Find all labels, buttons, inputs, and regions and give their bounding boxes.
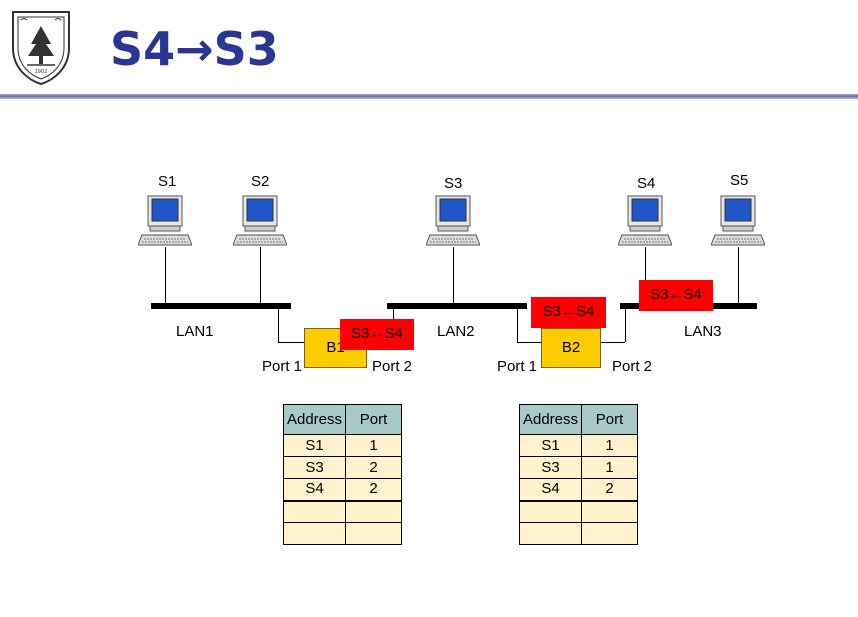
- table-cell: 1: [581, 456, 638, 479]
- bridge-connector: [625, 309, 626, 342]
- table-header-address: Address: [283, 404, 346, 435]
- bridge-connector: [393, 309, 394, 319]
- bridge-label: B2: [561, 339, 581, 356]
- table-row: [283, 522, 402, 545]
- table-cell: [283, 522, 346, 545]
- table-cell: 2: [345, 456, 402, 479]
- table-cell: [581, 500, 638, 523]
- table-header-address: Address: [519, 404, 582, 435]
- table-cell: [581, 522, 638, 545]
- station-label-s1: S1: [158, 173, 177, 190]
- title-divider: [0, 94, 858, 99]
- table-cell: S1: [283, 434, 346, 457]
- station-link: [645, 247, 646, 281]
- bridge-connector: [601, 342, 625, 343]
- table-row: S1 1: [519, 434, 638, 457]
- lan1-bus: [151, 303, 291, 309]
- table-cell: [283, 500, 346, 523]
- station-label-s4: S4: [637, 175, 656, 192]
- svg-text:1902: 1902: [35, 69, 48, 75]
- table-cell: [519, 500, 582, 523]
- forwarding-table-b1: Address Port S1 1 S3 2 S4 2: [283, 404, 402, 545]
- frame-s4-to-s3: S3←S4: [531, 297, 606, 328]
- table-row: S3 1: [519, 456, 638, 479]
- bridge-connector: [278, 342, 304, 343]
- table-cell: 2: [581, 478, 638, 502]
- station-link: [453, 247, 454, 305]
- computer-icon: [426, 195, 480, 246]
- table-cell: [345, 522, 402, 545]
- port-label: Port 2: [612, 358, 653, 375]
- table-header-port: Port: [581, 404, 638, 435]
- station-link: [260, 247, 261, 305]
- bridge-connector: [278, 309, 279, 342]
- bridge-connector: [517, 309, 518, 342]
- table-cell: S3: [519, 456, 582, 479]
- lan-label-lan1: LAN1: [176, 323, 214, 340]
- station-label-s2: S2: [251, 173, 270, 190]
- forwarding-table-b2: Address Port S1 1 S3 1 S4 2: [519, 404, 638, 545]
- bridge-connector: [517, 342, 541, 343]
- station-label-s5: S5: [730, 172, 749, 189]
- computer-icon: [233, 195, 287, 246]
- station-link: [165, 247, 166, 305]
- lan-label-lan2: LAN2: [437, 323, 475, 340]
- lan-label-lan3: LAN3: [684, 323, 722, 340]
- port-label: Port 2: [372, 358, 413, 375]
- computer-icon: [138, 195, 192, 246]
- port-label: Port 1: [497, 358, 538, 375]
- nanjing-university-logo: 1902: [12, 11, 70, 86]
- page-title: S4→S3: [110, 22, 279, 76]
- table-row: S4 2: [519, 478, 638, 502]
- table-cell: [519, 522, 582, 545]
- table-row: S4 2: [283, 478, 402, 502]
- port-label: Port 1: [262, 358, 303, 375]
- table-cell: S4: [519, 478, 582, 502]
- station-link: [738, 247, 739, 305]
- table-header-port: Port: [345, 404, 402, 435]
- station-label-s3: S3: [444, 175, 463, 192]
- table-cell: 1: [581, 434, 638, 457]
- lan2-bus: [387, 303, 527, 309]
- table-row: [519, 500, 638, 523]
- table-row: S3 2: [283, 456, 402, 479]
- table-cell: 2: [345, 478, 402, 502]
- frame-s4-to-s3: S3←S4: [340, 319, 414, 350]
- computer-icon: [711, 195, 765, 246]
- table-row: [283, 500, 402, 523]
- computer-icon: [618, 195, 672, 246]
- table-cell: S4: [283, 478, 346, 502]
- table-cell: 1: [345, 434, 402, 457]
- table-cell: [345, 500, 402, 523]
- frame-s4-to-s3: S3←S4: [639, 280, 713, 311]
- table-cell: S3: [283, 456, 346, 479]
- table-cell: S1: [519, 434, 582, 457]
- table-row: S1 1: [283, 434, 402, 457]
- table-row: [519, 522, 638, 545]
- bridge-b2: B2: [541, 328, 601, 368]
